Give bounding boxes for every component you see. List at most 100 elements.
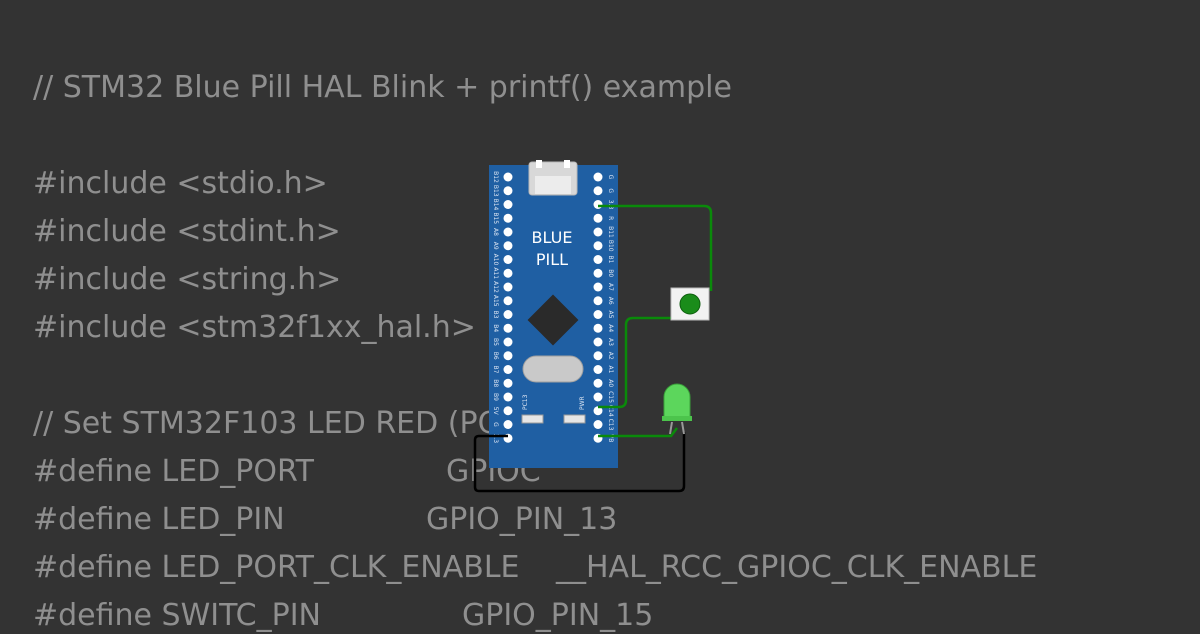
code-include-hal: #include <stm32f1xx_hal.h>	[33, 310, 476, 345]
pin-hole-right-14[interactable]	[593, 365, 603, 374]
pin-hole-left-1[interactable]	[503, 186, 513, 196]
led-bulb-icon	[663, 383, 691, 421]
pin-label-left-14: B7	[492, 366, 499, 374]
pin-hole-right-15[interactable]	[593, 378, 603, 388]
pin-hole-right-18[interactable]	[593, 420, 603, 429]
pin-hole-left-17[interactable]	[503, 406, 513, 416]
pin-hole-left-7[interactable]	[503, 268, 513, 278]
code-define-switch-pin-value: GPIO_PIN_15	[462, 598, 654, 633]
pin-hole-right-17[interactable]	[593, 406, 603, 416]
pin-label-right-0: G	[607, 175, 614, 180]
code-define-switch-pin: #define SWITC_PIN	[33, 598, 321, 633]
push-button-cap-icon[interactable]	[679, 293, 701, 315]
pin-label-left-0: B12	[492, 171, 499, 183]
wire-ground	[473, 432, 686, 493]
pin-label-right-19: VB	[607, 434, 614, 442]
board-title-line2: PILL	[536, 250, 568, 269]
pin-label-left-4: A8	[492, 228, 499, 236]
pin-label-right-14: A1	[607, 366, 614, 374]
pin-hole-left-4[interactable]	[503, 227, 513, 237]
pin-label-left-8: A12	[492, 281, 499, 293]
pin-label-right-15: A0	[607, 379, 614, 387]
pin-hole-right-11[interactable]	[593, 323, 603, 333]
pin-label-left-12: B5	[492, 338, 499, 346]
pin-hole-right-3[interactable]	[593, 213, 603, 223]
pin-hole-right-1[interactable]	[593, 186, 603, 196]
pin-label-right-13: A2	[607, 352, 614, 360]
pin-label-left-19: 3.3	[492, 433, 499, 443]
pin-label-right-5: B10	[607, 240, 614, 252]
led-base	[662, 416, 692, 421]
pin-label-right-1: G	[607, 188, 614, 193]
right-pin-header: GG3.3RB11B10B1B0A7A6A5A4A3A2A1A0C15C14C1…	[593, 172, 614, 443]
pin-hole-right-8[interactable]	[593, 282, 603, 292]
pin-hole-left-3[interactable]	[503, 213, 513, 223]
push-button[interactable]	[670, 287, 710, 321]
pc13-led-icon	[521, 414, 544, 424]
code-include-stdint: #include <stdint.h>	[33, 214, 341, 249]
pin-hole-left-2[interactable]	[503, 200, 513, 209]
blue-pill-board[interactable]: BLUE PILL PC13 PWR B12B13B14B15A8A9A10A1…	[489, 160, 618, 468]
code-include-string: #include <string.h>	[33, 262, 342, 297]
pin-label-right-11: A4	[607, 324, 614, 332]
wire-3v3-to-button	[598, 204, 713, 291]
green-led[interactable]	[662, 383, 692, 435]
pin-label-left-5: A9	[492, 242, 499, 250]
code-define-led-pin-value: GPIO_PIN_13	[426, 502, 618, 537]
pin-label-left-16: B9	[492, 393, 499, 401]
pin-hole-left-6[interactable]	[503, 255, 513, 264]
pin-hole-left-11[interactable]	[503, 323, 513, 333]
pin-label-left-11: B4	[492, 324, 499, 332]
mcu-chip	[527, 294, 579, 346]
code-define-clk-enable: #define LED_PORT_CLK_ENABLE	[33, 550, 520, 585]
pin-hole-left-14[interactable]	[503, 365, 513, 374]
usb-connector-icon	[528, 160, 578, 196]
pin-label-right-9: A6	[607, 297, 614, 305]
pin-label-left-15: B8	[492, 379, 499, 387]
pin-hole-left-8[interactable]	[503, 282, 513, 292]
code-comment-title: // STM32 Blue Pill HAL Blink + printf() …	[33, 70, 732, 105]
pin-label-right-2: 3.3	[607, 200, 614, 210]
pin-hole-right-6[interactable]	[593, 255, 603, 264]
pin-label-right-10: A5	[607, 311, 614, 319]
pin-label-left-7: A11	[492, 267, 499, 279]
pin-hole-left-0[interactable]	[503, 172, 513, 182]
pin-label-right-8: A7	[607, 283, 614, 291]
pin-hole-right-10[interactable]	[593, 310, 603, 319]
pin-hole-left-12[interactable]	[503, 337, 513, 347]
code-define-led-port: #define LED_PORT	[33, 454, 315, 489]
pin-hole-left-13[interactable]	[503, 351, 513, 361]
pin-label-right-17: C14	[607, 405, 614, 417]
pin-hole-right-4[interactable]	[593, 227, 603, 237]
pin-label-right-16: C15	[607, 391, 614, 403]
pin-label-left-3: B15	[492, 212, 499, 224]
pin-hole-left-18[interactable]	[503, 420, 513, 429]
pin-hole-left-10[interactable]	[503, 310, 513, 319]
pin-label-left-18: G	[492, 422, 499, 427]
pin-hole-right-7[interactable]	[593, 268, 603, 278]
pin-label-right-18: C13	[607, 419, 614, 431]
pin-hole-right-0[interactable]	[593, 172, 603, 182]
pin-hole-right-12[interactable]	[593, 337, 603, 347]
pin-label-left-17: 5V	[492, 407, 499, 416]
pin-label-left-2: B14	[492, 199, 499, 211]
pin-hole-right-2[interactable]	[593, 200, 603, 209]
pin-label-right-7: B0	[607, 269, 614, 277]
led-leg-anode	[669, 421, 673, 435]
pin-hole-right-13[interactable]	[593, 351, 603, 361]
pin-label-left-10: B3	[492, 311, 499, 319]
pin-hole-left-9[interactable]	[503, 296, 513, 306]
code-define-led-pin: #define LED_PIN	[33, 502, 285, 537]
crystal-icon	[522, 355, 584, 383]
pin-hole-left-16[interactable]	[503, 392, 513, 402]
pin-hole-right-9[interactable]	[593, 296, 603, 306]
pin-hole-left-5[interactable]	[503, 241, 513, 251]
pin-hole-right-16[interactable]	[593, 392, 603, 402]
pwr-led-icon	[563, 414, 586, 424]
code-comment-led: // Set STM32F103 LED RED (PC	[33, 406, 499, 441]
pin-hole-left-15[interactable]	[503, 378, 513, 388]
pin-label-right-3: R	[607, 216, 614, 220]
pin-label-left-6: A10	[492, 254, 499, 266]
pin-hole-right-5[interactable]	[593, 241, 603, 251]
